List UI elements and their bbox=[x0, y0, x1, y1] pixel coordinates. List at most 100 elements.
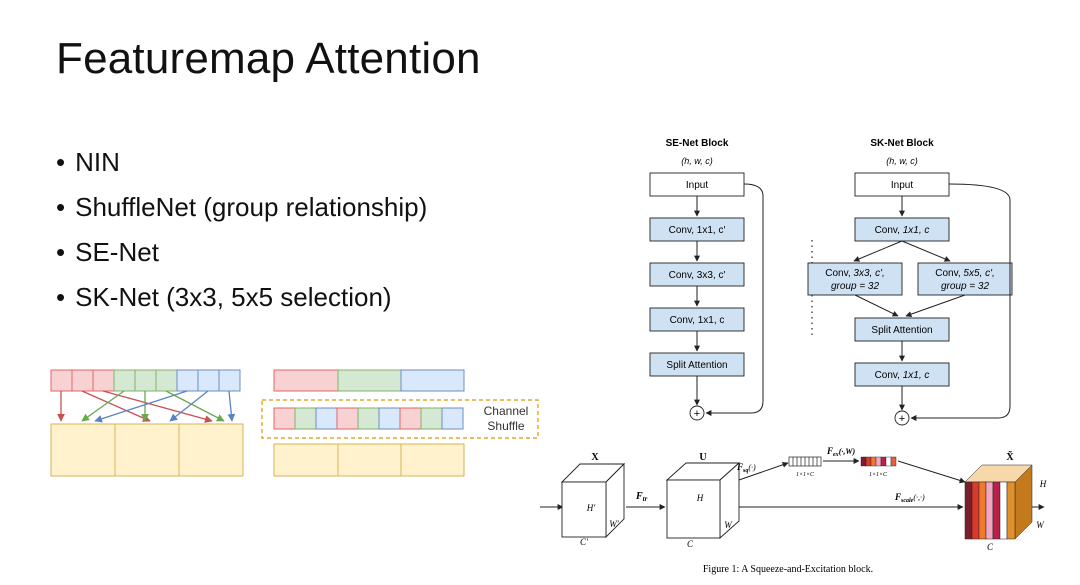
cube-x bbox=[560, 462, 626, 539]
output-group-block bbox=[50, 423, 116, 477]
cube-u bbox=[665, 461, 741, 540]
xt-c-label: C bbox=[987, 542, 994, 552]
se-block-title: SE-Net Block bbox=[666, 138, 729, 149]
output-group-block bbox=[337, 443, 402, 477]
group-bar-red bbox=[273, 369, 339, 392]
se-split-attention-label: Split Attention bbox=[666, 360, 727, 371]
channel-cell-green bbox=[357, 407, 380, 430]
sk-input-label: Input bbox=[891, 180, 913, 191]
channel-cell-green bbox=[420, 407, 443, 430]
x-tilde-label: X̃ bbox=[1006, 450, 1014, 463]
channel-cell-green bbox=[294, 407, 317, 430]
se-conv1-label: Conv, 1x1, c' bbox=[669, 225, 726, 236]
channel-cell-green bbox=[134, 369, 157, 392]
channel-cell-red bbox=[399, 407, 422, 430]
cube-xt-slice bbox=[964, 481, 973, 540]
cube-u-front bbox=[666, 479, 721, 539]
sk-branch-3x3-group: group = 32 bbox=[831, 281, 880, 292]
channel-cell-red bbox=[92, 369, 115, 392]
shuffled-channels bbox=[273, 407, 464, 430]
cube-xt-slice bbox=[999, 481, 1008, 540]
channel-cell-green bbox=[113, 369, 136, 392]
se-add-sign: + bbox=[694, 408, 700, 420]
squeeze-dim-label: 1×1×C bbox=[796, 472, 815, 478]
channel-cell-red bbox=[50, 369, 73, 392]
sk-branch-5x5-group: group = 32 bbox=[941, 281, 990, 292]
u-label: U bbox=[699, 452, 706, 463]
sk-add-node bbox=[894, 410, 910, 426]
channel-cell-blue bbox=[378, 407, 401, 430]
sk-branch-5x5-label: Conv, 5x5, c', bbox=[935, 268, 995, 279]
slide-title: Featuremap Attention bbox=[56, 34, 481, 83]
output-group-block bbox=[178, 423, 244, 477]
sk-arrow bbox=[854, 294, 899, 317]
se-conv2-label: Conv, 3x3, c' bbox=[669, 270, 726, 281]
channel-cell-red bbox=[336, 407, 359, 430]
channel-cell-blue bbox=[441, 407, 464, 430]
sk-net-block: SK-Net Block (h, w, c) Input Conv, 1x1, … bbox=[807, 138, 1013, 426]
x-label: X bbox=[591, 452, 599, 463]
se-input-label: Input bbox=[686, 180, 708, 191]
se-net-block: SE-Net Block (h, w, c) Input Conv, 1x1, … bbox=[649, 138, 764, 421]
output-group-block bbox=[114, 423, 180, 477]
channel-cell-green bbox=[155, 369, 178, 392]
excitation-vector bbox=[860, 456, 897, 467]
channel-cell-blue bbox=[315, 407, 338, 430]
shuffle-label-line1: Channel bbox=[484, 404, 529, 418]
sk-branch-3x3-label: Conv, 3x3, c', bbox=[825, 268, 885, 279]
shuffle-label-line2: Shuffle bbox=[487, 419, 524, 433]
se-conv3-label: Conv, 1x1, c bbox=[670, 315, 725, 326]
squeeze-vector bbox=[788, 456, 822, 467]
output-group-block bbox=[273, 443, 339, 477]
channel-cell-red bbox=[71, 369, 94, 392]
u-w-label: W bbox=[724, 520, 733, 530]
fex-label: Fex(·,W) bbox=[826, 446, 855, 458]
excitation-dim-label: 1×1×C bbox=[869, 472, 888, 478]
se-add-node bbox=[689, 405, 705, 421]
excite-to-output-arrow bbox=[897, 460, 966, 484]
cube-x-tilde bbox=[964, 464, 1033, 540]
group-conv-diagram bbox=[50, 369, 244, 477]
sk-arrow bbox=[853, 240, 903, 262]
bullet-item: NIN bbox=[56, 140, 427, 185]
sk-conv2-label: Conv, 1x1, c bbox=[875, 370, 930, 381]
shuffle-dashed-frame bbox=[261, 399, 539, 439]
fsq-label: Fsq(·) bbox=[736, 462, 756, 474]
xt-w-label: W bbox=[1036, 520, 1045, 530]
sk-branch-5x5-box bbox=[917, 262, 1013, 296]
group-conv-arrows bbox=[57, 390, 236, 423]
fsq-arrow bbox=[738, 461, 789, 481]
channel-cell-blue bbox=[197, 369, 220, 392]
ftr-label: Ftr bbox=[635, 491, 648, 503]
u-c-label: C bbox=[687, 539, 694, 549]
sk-skip-connection bbox=[910, 183, 1011, 421]
cube-xt-slice bbox=[992, 481, 1001, 540]
channel-cell-blue bbox=[176, 369, 199, 392]
shuffle-top-groups bbox=[273, 369, 465, 392]
sk-split-attention-label: Split Attention bbox=[871, 325, 932, 336]
fscale-label: Fscale(·,·) bbox=[894, 492, 925, 504]
x-c-label: C′ bbox=[580, 537, 589, 547]
x-w-label: W′ bbox=[609, 519, 619, 529]
sk-conv1-label: Conv, 1x1, c bbox=[875, 225, 930, 236]
group-conv-output-groups bbox=[50, 423, 244, 477]
sk-add-sign: + bbox=[899, 413, 905, 425]
se-block-dims: (h, w, c) bbox=[681, 156, 713, 166]
sk-branch-3x3-box bbox=[807, 262, 903, 296]
sk-arrow bbox=[901, 240, 951, 262]
channel-shuffle-diagram: Channel Shuffle bbox=[261, 369, 539, 477]
x-h-label: H′ bbox=[586, 503, 596, 513]
group-bar-green bbox=[337, 369, 402, 392]
se-figure: X H′ W′ C′ Ftr U H W C Fsq(·) 1×1×C bbox=[540, 446, 1047, 575]
cube-xt-slice bbox=[978, 481, 987, 540]
sk-block-title: SK-Net Block bbox=[870, 138, 934, 149]
channel-cell-blue bbox=[218, 369, 241, 392]
figure-caption: Figure 1: A Squeeze-and-Excitation block… bbox=[703, 564, 873, 575]
bullet-item: ShuffleNet (group relationship) bbox=[56, 185, 427, 230]
sk-arrow bbox=[905, 294, 966, 318]
cube-xt-slice bbox=[985, 481, 994, 540]
cube-xt-slice bbox=[1006, 481, 1016, 540]
se-skip-connection bbox=[705, 183, 764, 416]
xt-h-label: H bbox=[1039, 479, 1047, 489]
